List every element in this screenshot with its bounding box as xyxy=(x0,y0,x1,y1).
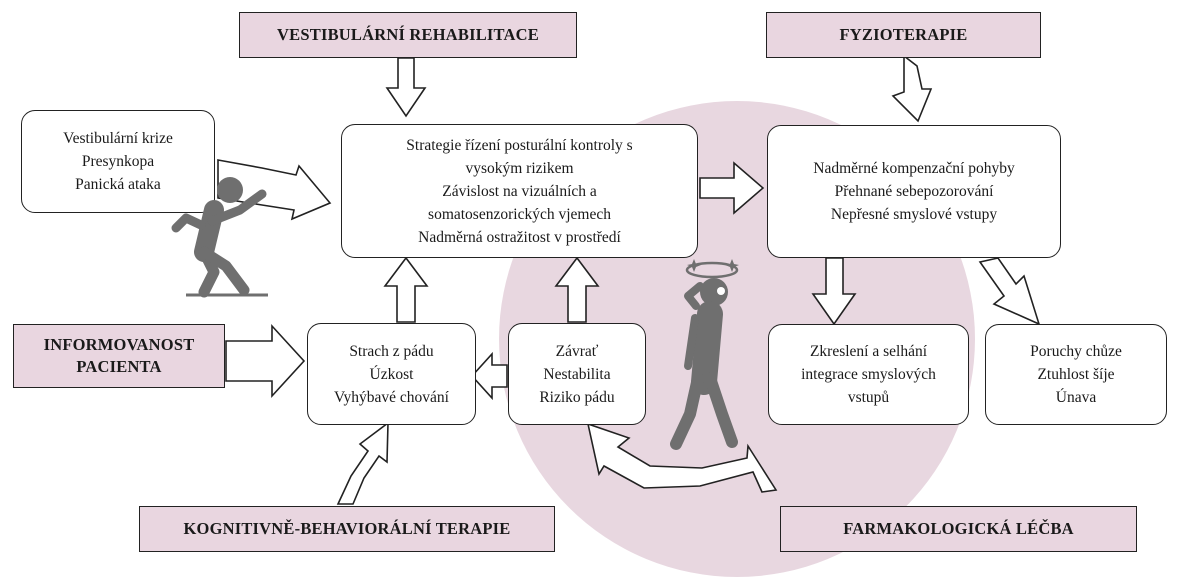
strategies-line: vysokým rizikem xyxy=(465,159,574,177)
arrow-triggers-to-strategies xyxy=(217,159,332,221)
strategies-line: Závislost na vizuálních a xyxy=(442,182,597,200)
arrow-cbt-to-fear xyxy=(336,421,389,505)
header-patient-information-line-2: PACIENTA xyxy=(76,357,162,376)
triggers-line: Vestibulární krize xyxy=(63,130,173,147)
header-patient-information-line-1: INFORMOVANOST xyxy=(43,335,195,354)
arrow-dizziness-to-fear xyxy=(470,351,508,401)
dizziness-line: Závrať xyxy=(555,342,599,360)
strategies-line: somatosenzorických vjemech xyxy=(428,205,611,223)
arrow-vestibular-to-strategies xyxy=(385,57,427,118)
compensation-line: Přehnané sebepozorování xyxy=(834,183,994,200)
arrow-strategies-to-compensation xyxy=(699,161,765,215)
header-pharmacology: FARMAKOLOGICKÁ LÉČBA xyxy=(780,506,1137,552)
box-fear: Strach z pádu Úzkost Vyhýbavé chování xyxy=(307,323,476,425)
compensation-line: Nadměrné kompenzační pohyby xyxy=(813,160,1015,177)
gait-line: Ztuhlost šíje xyxy=(1037,366,1115,383)
gait-line: Únava xyxy=(1055,389,1097,406)
arrow-patient-info-to-fear xyxy=(225,323,306,399)
dizziness-line: Nestabilita xyxy=(543,365,611,383)
box-gait: Poruchy chůze Ztuhlost šíje Únava xyxy=(985,324,1167,425)
arrow-compensation-to-gait xyxy=(978,257,1041,326)
box-integration: Zkreslení a selhání integrace smyslových… xyxy=(768,324,969,425)
box-strategies: Strategie řízení posturální kontroly s v… xyxy=(341,124,698,258)
fear-line: Strach z pádu xyxy=(349,342,434,360)
header-physiotherapy-label: FYZIOTERAPIE xyxy=(839,25,968,44)
integration-line: integrace smyslových xyxy=(801,366,936,383)
gait-line: Poruchy chůze xyxy=(1030,343,1122,360)
header-patient-information: INFORMOVANOST PACIENTA xyxy=(13,324,225,388)
header-physiotherapy: FYZIOTERAPIE xyxy=(766,12,1041,58)
header-pharmacology-label: FARMAKOLOGICKÁ LÉČBA xyxy=(843,519,1074,538)
header-cbt-label: KOGNITIVNĚ-BEHAVIORÁLNÍ TERAPIE xyxy=(183,519,511,538)
header-cbt: KOGNITIVNĚ-BEHAVIORÁLNÍ TERAPIE xyxy=(139,506,555,552)
dizzy-person-icon xyxy=(670,259,739,450)
box-triggers: Vestibulární krize Presynkopa Panická at… xyxy=(21,110,215,213)
arrows-layer xyxy=(217,54,1041,505)
arrow-pharma-to-dizziness xyxy=(586,422,778,493)
strategies-line: Nadměrná ostražitost v prostředí xyxy=(418,228,621,246)
box-dizziness: Závrať Nestabilita Riziko pádu xyxy=(508,323,646,425)
dizziness-line: Riziko pádu xyxy=(539,388,615,406)
arrow-physio-to-compensation xyxy=(891,54,933,123)
fear-line: Úzkost xyxy=(369,365,414,383)
integration-line: Zkreslení a selhání xyxy=(809,343,928,360)
arrow-dizziness-to-strategies xyxy=(554,256,600,323)
arrow-fear-to-strategies xyxy=(383,256,429,323)
triggers-line: Presynkopa xyxy=(81,153,155,170)
triggers-line: Panická ataka xyxy=(75,176,161,193)
box-compensation: Nadměrné kompenzační pohyby Přehnané seb… xyxy=(767,125,1061,258)
arrow-compensation-to-integration xyxy=(811,257,857,326)
header-vestibular-rehabilitation: VESTIBULÁRNÍ REHABILITACE xyxy=(239,12,577,58)
compensation-line: Nepřesné smyslové vstupy xyxy=(830,206,998,223)
integration-line: vstupů xyxy=(847,389,890,406)
falling-person-icon xyxy=(171,177,268,298)
header-vestibular-rehabilitation-label: VESTIBULÁRNÍ REHABILITACE xyxy=(277,25,539,44)
strategies-line: Strategie řízení posturální kontroly s xyxy=(406,136,633,154)
fear-line: Vyhýbavé chování xyxy=(334,388,449,406)
